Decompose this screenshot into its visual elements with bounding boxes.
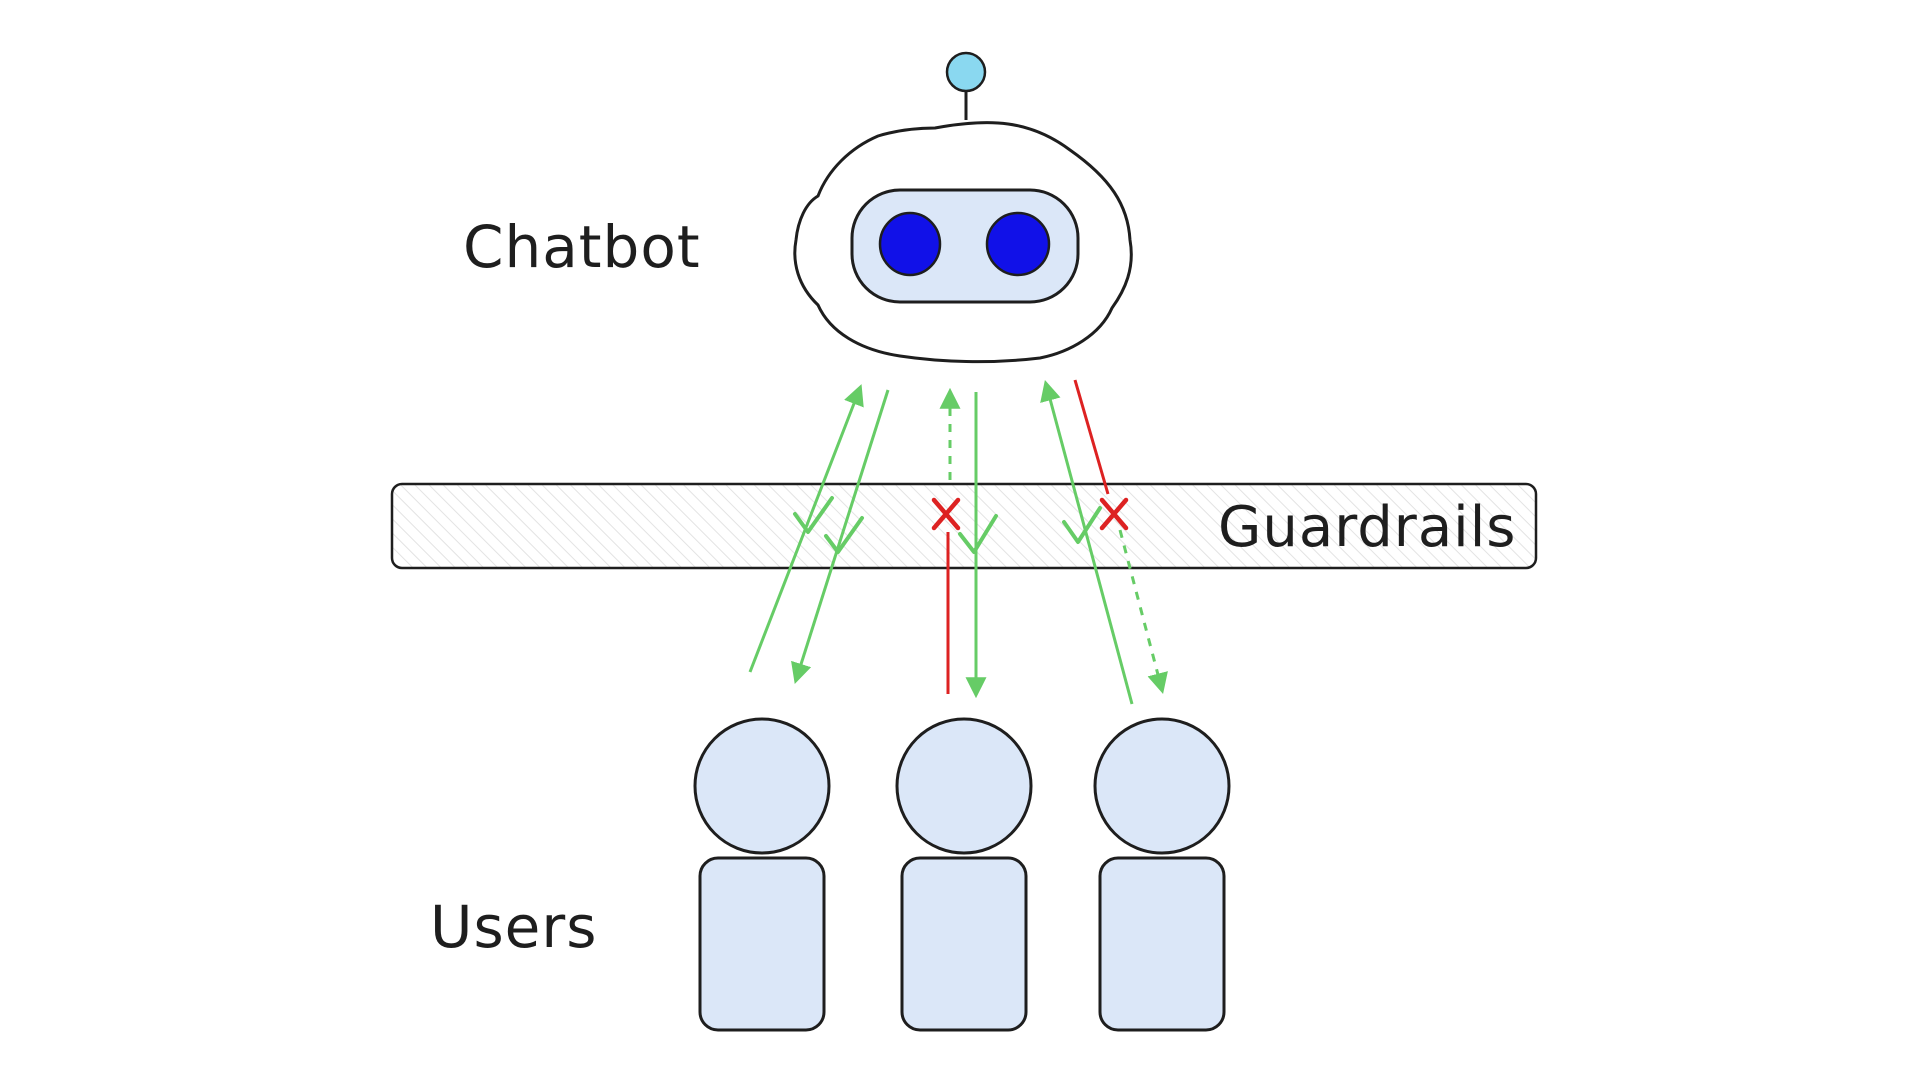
flow-user1-response [791,389,890,685]
chatbot-label: Chatbot [463,213,701,281]
cross-icon [931,497,961,531]
chatbot-robot-icon [793,51,1133,364]
users-label: Users [430,893,598,961]
check-icon [958,514,998,554]
guardrails-label: Guardrails [1218,495,1517,560]
check-icon [793,496,834,534]
robot-eye-right [985,211,1051,277]
robot-eye-left [878,211,942,277]
guardrails-bar [390,482,1538,570]
flow-user2-request-blocked [939,387,961,694]
check-icon [824,516,864,554]
check-icon [1062,506,1102,544]
flow-user3-request [1040,379,1134,705]
user-1-icon [693,717,831,1032]
user-2-icon [895,717,1033,1032]
cross-icon [1099,497,1129,531]
user-3-icon [1093,717,1231,1032]
flow-user3-response-blocked [1073,379,1168,695]
antenna-icon [945,51,987,93]
